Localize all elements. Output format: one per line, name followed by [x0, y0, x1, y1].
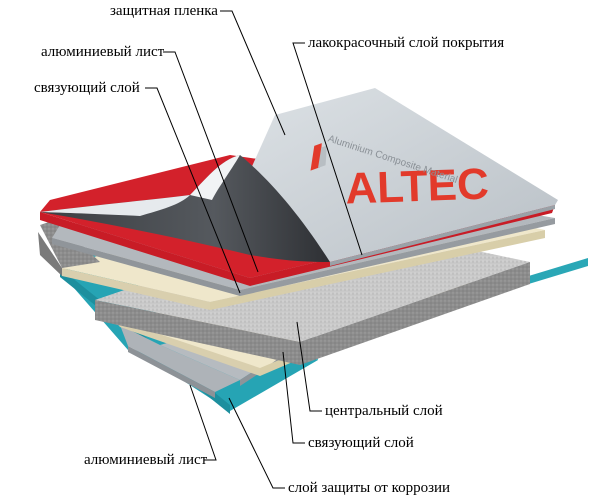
- label-paint-coating: лакокрасочный слой покрытия: [308, 35, 505, 51]
- label-protective-film: защитная пленка: [110, 3, 218, 19]
- label-aluminum-sheet-bottom: алюминиевый лист: [84, 452, 208, 468]
- logo-mark-stripe-icon: [318, 145, 327, 168]
- leader-lines: [145, 10, 363, 489]
- label-corrosion-layer: слой защиты от коррозии: [288, 480, 451, 496]
- label-bonding-layer-top: связующий слой: [34, 80, 140, 96]
- logo-text: ALTEC: [345, 160, 490, 214]
- core-edge-shadow: [38, 232, 62, 276]
- film-curl: [40, 155, 330, 262]
- label-bonding-layer-bottom: связующий слой: [308, 435, 414, 451]
- label-aluminum-sheet-top: алюминиевый лист: [41, 44, 165, 60]
- label-core-layer: центральный слой: [325, 403, 443, 419]
- protective-film: [245, 88, 558, 266]
